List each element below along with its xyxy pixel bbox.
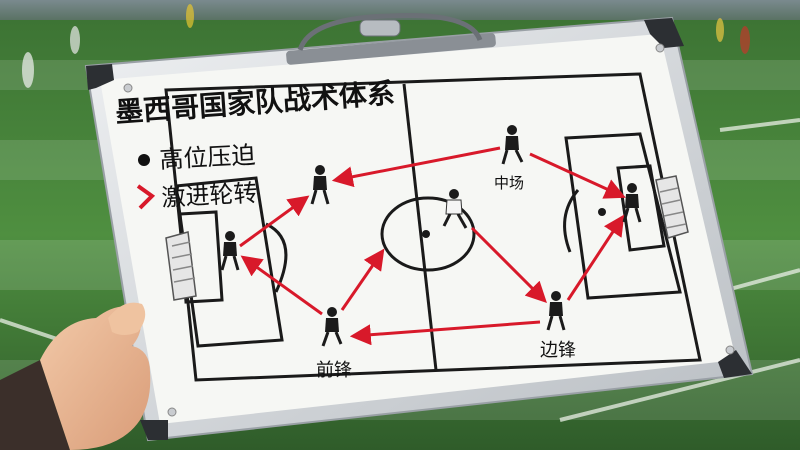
frame-corner-top-right	[644, 18, 684, 48]
frame-corner-bottom-left	[140, 420, 168, 440]
arrow	[239, 195, 310, 248]
winger-label: 边锋	[540, 340, 576, 361]
left-goal-net-icon	[165, 231, 197, 301]
arrow	[470, 226, 547, 303]
sleeve	[0, 360, 70, 450]
ball-icon	[598, 208, 606, 216]
center-spot	[422, 230, 430, 238]
whiteboard-surface	[100, 34, 736, 424]
player-icon	[501, 125, 524, 165]
background-players	[22, 4, 750, 88]
arrow	[240, 255, 323, 316]
dot-bullet-icon	[138, 154, 150, 166]
screw-icon	[655, 43, 665, 53]
arrow	[529, 152, 626, 199]
center-circle	[380, 196, 476, 272]
hand	[0, 302, 151, 450]
frame-corner-top-left	[86, 64, 114, 90]
palm	[40, 306, 151, 450]
arrow	[349, 320, 541, 346]
player-icon-white	[442, 189, 468, 229]
screw-icon	[167, 407, 177, 417]
arrow	[331, 146, 501, 188]
player-icon	[220, 231, 240, 271]
red-chevron-icon	[136, 184, 156, 210]
board-clip	[286, 13, 496, 65]
frame-corner-bottom-right	[718, 350, 752, 378]
right-penalty-arc	[563, 189, 580, 253]
player-icon	[622, 183, 642, 223]
thumb	[108, 302, 146, 335]
screw-icon	[725, 345, 735, 355]
legend-item-pressing: 高位压迫	[138, 141, 256, 174]
legend-label: 激进轮转	[161, 179, 258, 212]
arrow	[340, 248, 385, 311]
halfway-line	[402, 83, 438, 371]
player-icon	[546, 291, 566, 331]
legend-item-rotation: 激进轮转	[136, 179, 258, 212]
player-markers	[220, 125, 642, 347]
screw-icon	[123, 83, 133, 93]
forward-label: 前锋	[316, 360, 352, 381]
arrow	[566, 214, 625, 301]
player-icon	[321, 307, 343, 347]
right-penalty-box	[564, 132, 682, 300]
midfield-label: 中场	[494, 174, 524, 192]
player-icon	[310, 165, 330, 205]
right-goal-net-icon	[655, 175, 689, 239]
left-penalty-arc	[265, 222, 288, 293]
movement-arrows	[239, 146, 626, 346]
right-goal-box	[616, 164, 666, 252]
legend-label: 高位压迫	[159, 141, 256, 174]
